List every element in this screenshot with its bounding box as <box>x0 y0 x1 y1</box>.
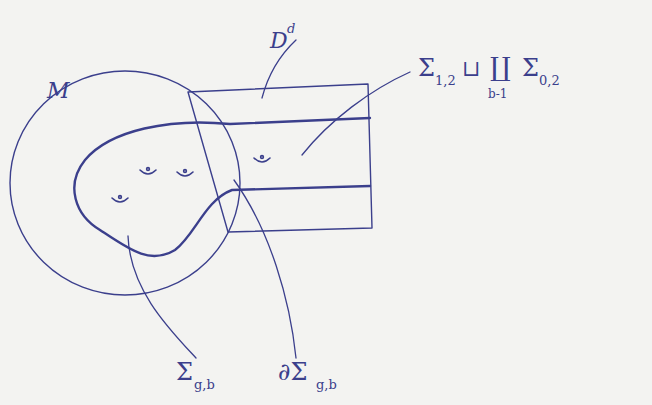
surface-symbol: Σ <box>176 360 193 384</box>
handle-symbols <box>112 156 270 202</box>
surface-symbol: Σ <box>418 56 435 80</box>
disjoint-union-symbol: ⊔ <box>462 58 480 80</box>
surface-outline <box>74 118 370 256</box>
surface-symbol: Σ <box>522 56 539 80</box>
boundary-symbol: ∂Σ <box>278 360 307 384</box>
disk-name: D <box>270 30 288 52</box>
disk-rectangle <box>188 84 372 232</box>
leader-lines <box>128 40 410 358</box>
surface-index: g,b <box>194 378 215 391</box>
manifold-name: M <box>47 80 70 102</box>
surface-index: 1,2 <box>435 74 456 87</box>
surface-index: g,b <box>316 378 337 391</box>
coproduct-index: b-1 <box>488 88 507 100</box>
coproduct-symbol: ∐ <box>490 54 511 80</box>
surface-index: 0,2 <box>539 74 560 87</box>
manifold-circle <box>10 71 240 295</box>
disk-dimension: d <box>287 22 295 35</box>
